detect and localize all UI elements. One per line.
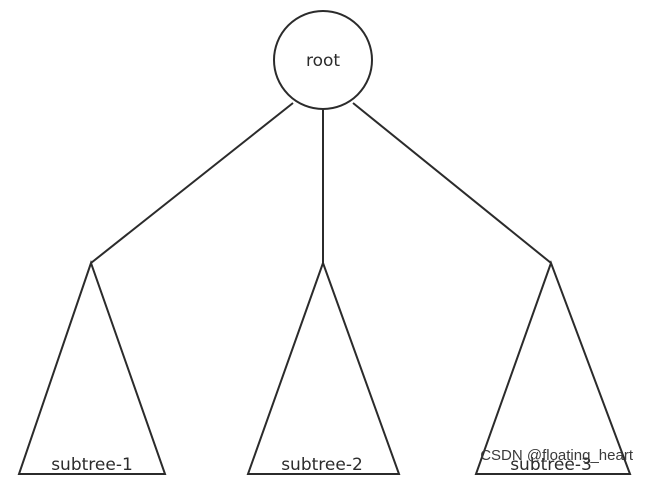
watermark-text: CSDN @floating_heart — [480, 447, 634, 464]
edge-root-subtree-1 — [90, 102, 294, 264]
subtree-3-triangle — [474, 260, 632, 475]
root-label: root — [306, 51, 340, 71]
subtree-2-triangle — [246, 260, 401, 475]
subtree-3-label: subtree-3 — [510, 455, 592, 475]
edge-root-subtree-3 — [352, 102, 552, 264]
subtree-1-label: subtree-1 — [51, 455, 133, 475]
subtree-1-triangle — [17, 259, 167, 475]
subtree-2-label: subtree-2 — [281, 455, 363, 475]
root-node — [273, 10, 373, 110]
